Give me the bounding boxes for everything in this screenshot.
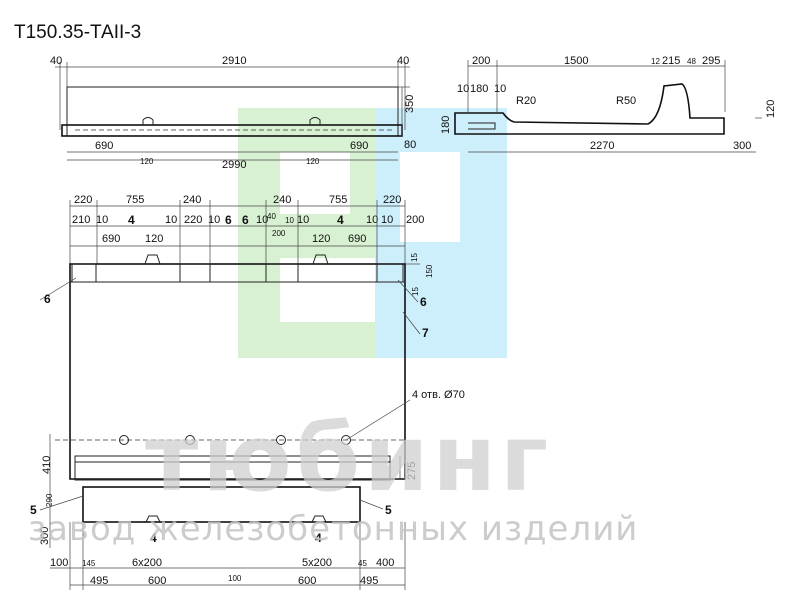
plan-dim-690-right: 690 xyxy=(348,233,366,245)
plan-dim-10-8: 10 xyxy=(381,214,393,226)
watermark-brand: тюбинг xyxy=(145,405,552,512)
plan-dim-210: 210 xyxy=(72,214,90,226)
plan-dim-5x200: 5x200 xyxy=(302,557,332,569)
side-dim-690-right: 690 xyxy=(350,140,368,152)
plan-dim-6x200: 6x200 xyxy=(132,557,162,569)
plan-callout-6-left: 6 xyxy=(44,292,51,306)
plan-holes-label: 4 отв. Ø70 xyxy=(412,389,465,401)
plan-callout-4a: 4 xyxy=(128,213,135,227)
section-dim-180: 180 xyxy=(470,83,488,95)
plan-dim-15-side: 15 xyxy=(411,287,420,296)
side-dim-2910: 2910 xyxy=(222,55,246,67)
section-radius-r20: R20 xyxy=(516,95,536,107)
hole xyxy=(341,435,351,445)
plan-dim-300: 300 xyxy=(39,527,51,545)
plan-dim-40: 40 xyxy=(267,212,276,221)
plan-dim-220-right: 220 xyxy=(383,194,401,206)
plan-dim-220-mid: 220 xyxy=(184,214,202,226)
logo-cutout-2 xyxy=(280,258,375,322)
plan-dim-290: 290 xyxy=(45,493,54,507)
hole xyxy=(276,435,286,445)
plan-view: 220 755 240 240 755 220 210 10 4 10 220 … xyxy=(30,194,465,590)
plan-dim-10-5: 10 xyxy=(285,216,294,225)
plan-callout-4b: 4 xyxy=(337,213,344,227)
section-dim-200: 200 xyxy=(472,55,490,67)
section-radius-r50: R50 xyxy=(616,95,636,107)
plan-dim-600-right: 600 xyxy=(298,575,316,587)
plan-dim-10-1: 10 xyxy=(96,214,108,226)
plan-dim-240-left: 240 xyxy=(183,194,201,206)
side-dim-2990: 2990 xyxy=(222,159,246,171)
section-dim-2270: 2270 xyxy=(590,140,614,152)
plan-callout-5-right: 5 xyxy=(385,503,392,517)
plan-dim-410: 410 xyxy=(41,456,53,474)
side-dim-120-right: 120 xyxy=(306,157,320,166)
logo-cutout-3 xyxy=(400,152,460,242)
section-dim-180-left: 180 xyxy=(440,116,452,134)
section-dim-295: 295 xyxy=(702,55,720,67)
plan-dim-690-left: 690 xyxy=(102,233,120,245)
plan-dim-495-right: 495 xyxy=(360,575,378,587)
plan-dim-10-6: 10 xyxy=(297,214,309,226)
plan-callout-5-left: 5 xyxy=(30,503,37,517)
section-dim-300: 300 xyxy=(733,140,751,152)
logo-cutout-1 xyxy=(280,152,350,214)
plan-dim-220-left: 220 xyxy=(74,194,92,206)
plan-dim-120-right: 120 xyxy=(312,233,330,245)
plan-dim-150: 150 xyxy=(425,264,434,278)
plan-dim-400: 400 xyxy=(376,557,394,569)
section-dim-215: 215 xyxy=(662,55,680,67)
plan-dim-200-mid: 200 xyxy=(272,229,286,238)
side-dim-40-right: 40 xyxy=(397,55,409,67)
plan-dim-755-right: 755 xyxy=(329,194,347,206)
plan-dim-495-left: 495 xyxy=(90,575,108,587)
section-dim-10a: 10 xyxy=(457,83,469,95)
plan-dim-145: 145 xyxy=(82,559,96,568)
plan-callout-4-bottom-right: 4 xyxy=(315,531,322,545)
hole xyxy=(119,435,129,445)
plan-dim-100: 100 xyxy=(50,557,68,569)
section-dim-120-right: 120 xyxy=(765,100,777,118)
side-dim-350: 350 xyxy=(404,95,416,113)
plan-dim-200-right: 200 xyxy=(406,214,424,226)
side-dim-120-left: 120 xyxy=(140,157,154,166)
section-dim-1500: 1500 xyxy=(564,55,588,67)
section-dim-48: 48 xyxy=(687,57,696,66)
section-view: 200 1500 12 215 48 295 10 180 10 R20 R50… xyxy=(440,55,777,153)
plan-callout-7: 7 xyxy=(422,326,429,340)
plan-dim-10-2: 10 xyxy=(165,214,177,226)
side-dim-40-left: 40 xyxy=(50,55,62,67)
side-dim-690-left: 690 xyxy=(95,140,113,152)
hole xyxy=(185,435,195,445)
section-dim-10b: 10 xyxy=(494,83,506,95)
plan-callout-6-right: 6 xyxy=(420,295,427,309)
plan-dim-100-mid: 100 xyxy=(228,574,242,583)
plan-callout-6a: 6 xyxy=(225,213,232,227)
plan-callout-6b: 6 xyxy=(242,213,249,227)
plan-dim-10-7: 10 xyxy=(366,214,378,226)
drawing-title: Т150.35-ТАII-3 xyxy=(14,22,141,43)
plan-dim-10-4: 10 xyxy=(256,214,268,226)
side-view: 40 2910 40 350 80 690 120 2990 120 690 xyxy=(50,55,416,171)
watermark-tagline: завод железобетонных изделий xyxy=(28,509,638,549)
plan-dim-240-right: 240 xyxy=(273,194,291,206)
section-dim-12: 12 xyxy=(651,57,660,66)
plan-callout-4-bottom-left: 4 xyxy=(150,531,157,545)
plan-dim-15-top: 15 xyxy=(410,253,419,262)
plan-dim-10-3: 10 xyxy=(208,214,220,226)
logo-watermark xyxy=(238,108,507,358)
side-dim-80: 80 xyxy=(404,139,416,151)
plan-dim-45: 45 xyxy=(358,559,367,568)
plan-dim-275: 275 xyxy=(406,462,418,480)
plan-dim-600-left: 600 xyxy=(148,575,166,587)
plan-dim-755-left: 755 xyxy=(126,194,144,206)
plan-dim-120-left: 120 xyxy=(145,233,163,245)
